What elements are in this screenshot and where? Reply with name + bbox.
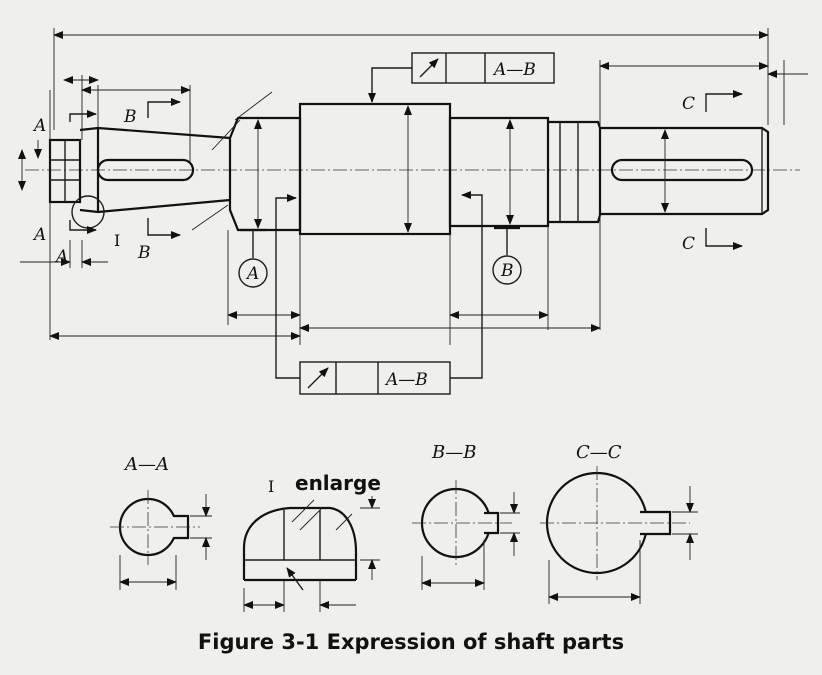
section-mark-C-top: C [682, 94, 695, 114]
detail-I-title: I [268, 477, 274, 496]
detail-mark-I: I [114, 231, 120, 250]
section-view-BB: B—B [412, 442, 520, 590]
right-keyway [610, 158, 754, 182]
datum-B-label: B [500, 261, 514, 281]
tolerance-frame-bottom: A—B [275, 191, 483, 395]
center-collar [298, 102, 452, 236]
shaft-main-view [25, 91, 800, 236]
tolerance-top-datum: A—B [492, 60, 536, 80]
right-shaft-end [600, 126, 770, 216]
section-mark-A-bottom: A [32, 225, 46, 245]
detail-view-I: I enlarge [242, 471, 381, 612]
left-journal [228, 116, 302, 232]
section-view-AA: A—A [110, 454, 212, 590]
right-journal [448, 116, 550, 228]
datum-A-label: A [245, 264, 259, 284]
taper-keyway [96, 158, 195, 182]
figure-caption: Figure 3-1 Expression of shaft parts [197, 630, 625, 654]
datum-A-circle [238, 258, 268, 288]
shoulder [548, 120, 602, 224]
section-view-CC: C—C [540, 442, 698, 604]
datum-symbols: A B [238, 226, 522, 288]
section-BB-title: B—B [431, 442, 476, 463]
tolerance-frame-top: A—B [368, 52, 555, 103]
runout-arrow-icon [307, 367, 329, 389]
tolerance-bottom-datum: A—B [384, 370, 428, 390]
section-AA-title: A—A [123, 454, 169, 475]
dimension-lines [18, 28, 808, 345]
section-CC-title: C—C [576, 442, 622, 463]
section-mark-A-top: A [32, 116, 46, 136]
detail-enlarge-note: enlarge [295, 471, 381, 495]
runout-arrow-icon [419, 58, 439, 78]
section-mark-C-bottom: C [682, 234, 695, 254]
section-mark-B-bottom: B [137, 243, 151, 263]
section-mark-B-top: B [123, 107, 137, 127]
section-mark-A-dim: A [54, 247, 68, 267]
section-cut-marks: B B A A A I C C [32, 90, 743, 267]
datum-B-circle [492, 255, 522, 285]
